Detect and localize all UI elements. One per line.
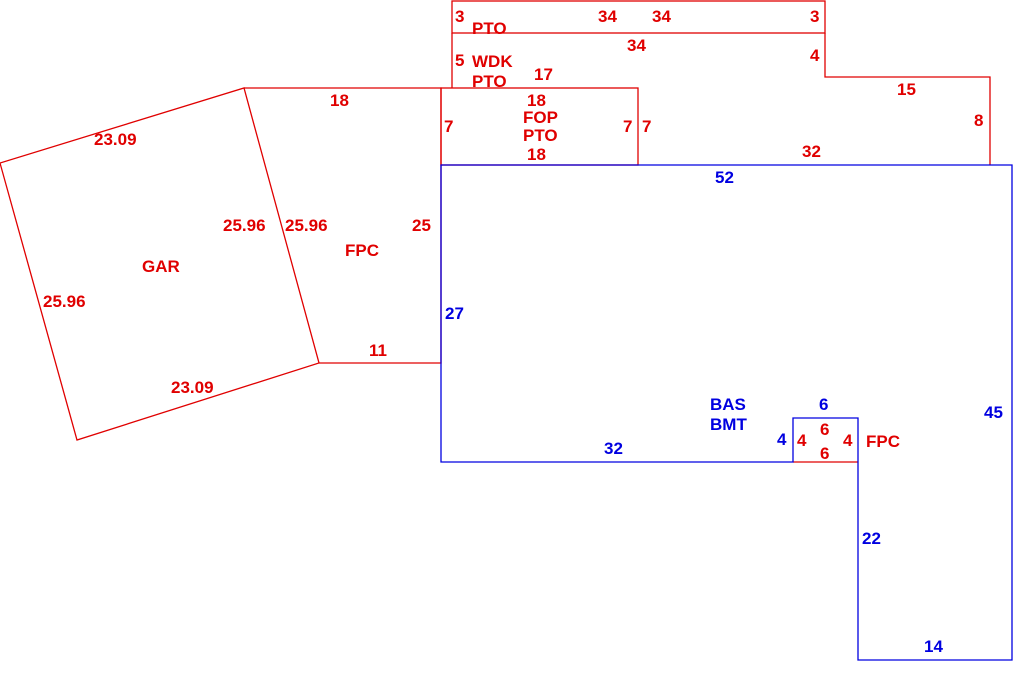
fpc-small-dim-right: 4	[843, 431, 853, 450]
fpc-left-dim-right: 25	[412, 216, 431, 235]
fop-dim-right: 7	[623, 117, 632, 136]
fop-dim-top: 18	[527, 91, 546, 110]
fpc-small-dim-left: 4	[797, 431, 807, 450]
fpc-small-label: FPC	[866, 432, 900, 451]
gar-dim-top: 23.09	[94, 130, 137, 149]
pto-top-label: PTO	[472, 19, 507, 38]
bas-label: BAS	[710, 395, 746, 414]
gar-dim-left: 25.96	[43, 292, 86, 311]
fpc-small-dim-top: 6	[820, 420, 829, 439]
fpc-left-dim-top: 18	[330, 91, 349, 110]
pto-top-dim-top: 34	[598, 7, 617, 26]
gar-label: GAR	[142, 257, 180, 276]
fop-dim-bottom: 18	[527, 145, 546, 164]
fop-label: FOP	[523, 108, 558, 127]
wdk-dim-bottom: 32	[802, 142, 821, 161]
wdk-dim-step: 15	[897, 80, 916, 99]
bas-dim-top: 52	[715, 168, 734, 187]
gar-dim-right: 25.96	[223, 216, 266, 235]
wdk-label: WDK	[472, 52, 513, 71]
wdk-dim-right: 4	[810, 46, 820, 65]
bas-outline	[440, 164, 1013, 661]
wdk-dim-fop-side: 7	[642, 117, 651, 136]
bas-dim-left: 27	[445, 304, 464, 323]
fpc-small-dim-bottom: 6	[820, 444, 829, 463]
wdk-label2: PTO	[472, 72, 507, 91]
wdk-dim-top: 34	[627, 36, 646, 55]
pto-top-dim-bottom: 34	[652, 7, 671, 26]
bas-dim-notch-bottom: 14	[924, 637, 943, 656]
wdk-dim-inner: 17	[534, 65, 553, 84]
bas-label2: BMT	[710, 415, 747, 434]
gar-outline	[0, 87, 320, 441]
bas-dim-notch-top: 6	[819, 395, 828, 414]
fop-label2: PTO	[523, 126, 558, 145]
pto-top-dim-left: 3	[455, 7, 464, 26]
fop-dim-left: 7	[444, 117, 453, 136]
pto-top-dim-right: 3	[810, 7, 819, 26]
wdk-dim-far-right: 8	[974, 111, 983, 130]
bas-dim-notch-side: 22	[862, 529, 881, 548]
bas-dim-bottom: 32	[604, 439, 623, 458]
fpc-left-label: FPC	[345, 241, 379, 260]
fpc-left-dim-bottom: 11	[369, 341, 387, 360]
bas-dim-notch-left: 4	[777, 430, 787, 449]
wdk-dim-left: 5	[455, 51, 464, 70]
fpc-left-dim-diag: 25.96	[285, 216, 328, 235]
pto-top-outline	[451, 0, 826, 34]
wdk-outline-right	[824, 33, 991, 165]
gar-dim-bottom: 23.09	[171, 378, 214, 397]
bas-dim-right: 45	[984, 403, 1003, 422]
